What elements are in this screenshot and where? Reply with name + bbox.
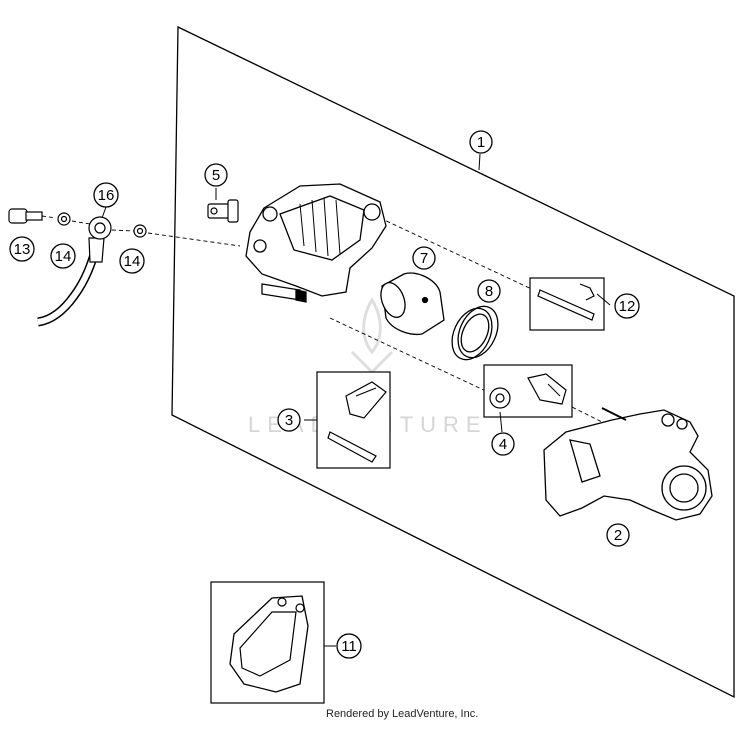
callout-14-right: 14	[119, 248, 145, 274]
callout-5: 5	[204, 163, 228, 187]
banjo-bolt	[8, 208, 43, 224]
callouts: 1 2 3 4 5 7 8 11	[9, 130, 640, 659]
svg-text:3: 3	[285, 412, 293, 429]
svg-text:11: 11	[341, 638, 357, 655]
svg-text:2: 2	[614, 527, 622, 544]
washer-left	[57, 212, 71, 226]
slide-pin-kit	[483, 364, 573, 418]
svg-text:14: 14	[124, 253, 141, 270]
caliper-body	[245, 183, 387, 303]
callout-1: 1	[469, 130, 493, 154]
svg-text:1: 1	[477, 134, 485, 151]
callout-12: 12	[614, 293, 640, 319]
callout-13: 13	[9, 236, 35, 262]
svg-text:8: 8	[485, 283, 493, 300]
svg-text:7: 7	[420, 250, 428, 267]
hose-fitting	[88, 237, 105, 263]
caliper-bracket	[543, 407, 713, 521]
piston-seals	[451, 305, 499, 361]
callout-4: 4	[491, 432, 515, 456]
svg-text:4: 4	[499, 436, 507, 453]
caliper-piston	[380, 272, 445, 336]
svg-text:16: 16	[98, 187, 115, 204]
assembly-boundary	[171, 25, 735, 699]
callout-8: 8	[477, 279, 501, 303]
svg-text:12: 12	[619, 298, 636, 315]
washer-right	[133, 224, 147, 238]
callout-11: 11	[336, 633, 362, 659]
svg-text:13: 13	[14, 241, 31, 258]
pad-spring-kit	[316, 371, 391, 469]
callout-16: 16	[93, 182, 119, 208]
brake-pad-set	[210, 581, 325, 704]
svg-text:14: 14	[55, 248, 72, 265]
callout-14-left: 14	[50, 243, 76, 269]
callout-2: 2	[606, 523, 630, 547]
bleeder-valve	[207, 199, 239, 223]
brake-hose-assembly	[8, 208, 147, 327]
callout-3: 3	[277, 408, 301, 432]
callout-7: 7	[412, 246, 436, 270]
banjo-fitting	[88, 216, 112, 240]
svg-text:5: 5	[212, 167, 220, 184]
callout-leaders	[101, 153, 611, 647]
pin-kit	[529, 277, 605, 331]
footer-credit: Rendered by LeadVenture, Inc.	[326, 708, 479, 720]
